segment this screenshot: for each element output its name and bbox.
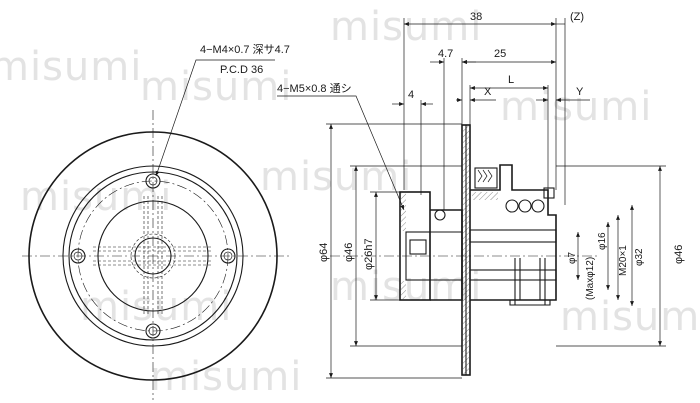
spring-housing <box>474 167 498 189</box>
dim-phi46-left-label: φ46 <box>343 243 355 262</box>
hub-step-circle <box>68 171 238 341</box>
side-view: 38 (Z) 4.7 25 L 4 X Y 4−M5×0.8 通シ φ64 <box>277 11 685 379</box>
flange-hatch-bottom <box>401 281 406 299</box>
pressure-housing <box>470 164 557 301</box>
dim-phi64-label: φ64 <box>318 243 330 262</box>
flange-hatch-top <box>401 193 406 231</box>
watermark-text: misumi <box>80 284 232 330</box>
hidden-bore-circle <box>130 233 176 279</box>
watermark-text: misumi <box>500 84 652 130</box>
dim-Y-label: Y <box>576 86 584 98</box>
dim-phi46-right-label: φ46 <box>673 245 685 264</box>
pcd-circle <box>77 180 229 332</box>
watermark-text: misumi <box>150 354 302 400</box>
watermark-text: misumi <box>330 4 482 50</box>
inner-circle <box>97 200 209 312</box>
dim-phi16-label: φ16 <box>597 232 608 250</box>
flange-bore <box>405 231 431 281</box>
hidden-cross-slots <box>93 196 213 316</box>
disc-springs <box>477 169 493 183</box>
pcd-callout-text: P.C.D 36 <box>220 64 263 76</box>
dim-m20-label: M20×1 <box>618 245 629 276</box>
inner-hub <box>430 209 463 301</box>
dim-4-7-label: 4.7 <box>438 48 453 60</box>
watermark-text: misumi <box>0 44 142 90</box>
dim-phi7-label: φ7 <box>567 252 578 264</box>
ball-row <box>505 199 545 213</box>
dim-25-label: 25 <box>494 48 506 60</box>
set-screw <box>409 239 427 255</box>
bore-circle <box>134 237 172 275</box>
dim-z-label: (Z) <box>570 11 584 23</box>
watermark-text: misumi <box>260 154 412 200</box>
dim-L-label: L <box>508 74 514 86</box>
through-tap-callout: 4−M5×0.8 通シ <box>277 82 352 95</box>
dim-max12-label: (Maxφ12) <box>585 257 596 300</box>
tapped-holes <box>70 173 236 339</box>
front-view: 4−M4×0.7 深サ4.7 P.C.D 36 <box>22 43 292 400</box>
dim-X-label: X <box>484 86 492 98</box>
tap-callout-text: 4−M4×0.7 深サ4.7 <box>200 43 290 56</box>
dim-phi26h7-label: φ26h7 <box>363 238 375 270</box>
watermark-text: misumi <box>140 64 292 110</box>
dim-phi32-label: φ32 <box>634 248 645 266</box>
dim-38-label: 38 <box>470 11 482 23</box>
dim-4-label: 4 <box>408 89 414 101</box>
watermark-text: misumi <box>560 294 700 340</box>
watermark-layer: misumi misumi misumi misumi misumi misum… <box>0 4 700 400</box>
ball <box>434 209 446 221</box>
hub-circle <box>62 165 244 347</box>
outer-flange-circle <box>28 131 278 381</box>
through-tap-leader <box>277 95 405 211</box>
tap-callout-leader <box>155 59 275 177</box>
